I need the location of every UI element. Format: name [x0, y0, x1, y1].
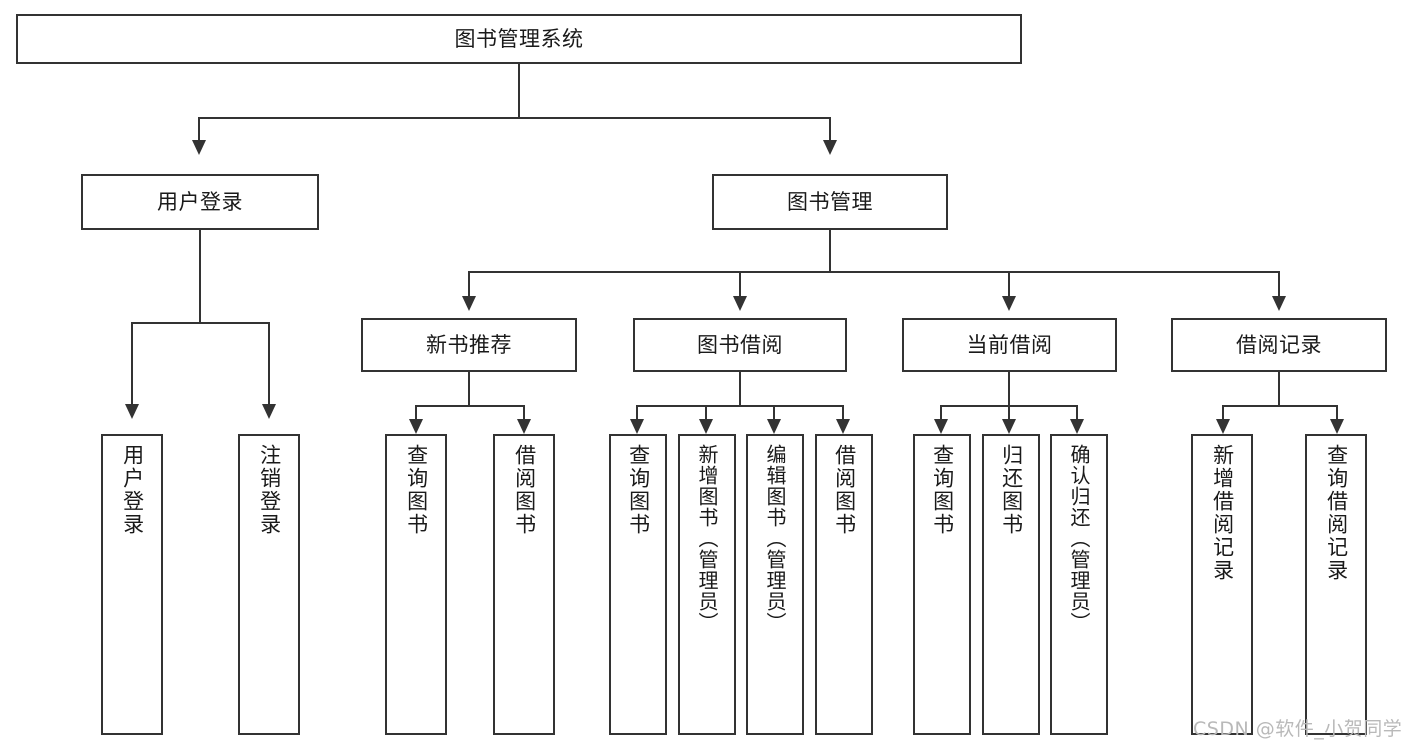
edge-book-management-bus: [468, 271, 1280, 273]
edge-book-management-stem: [829, 230, 831, 272]
leaf-label: 编辑图书（管理员）: [763, 444, 787, 633]
node-borrow-record[interactable]: 借阅记录: [1171, 318, 1387, 372]
leaf-label: 查询借阅记录: [1324, 444, 1349, 582]
node-label: 用户登录: [157, 189, 243, 214]
node-current-borrow[interactable]: 当前借阅: [902, 318, 1117, 372]
edge-root-to-book-management: [829, 117, 831, 147]
arrow-root-to-book-management: [823, 140, 837, 155]
edge-current-borrow-stem: [1008, 372, 1010, 406]
leaf-user-login-login[interactable]: 用户登录: [101, 434, 163, 735]
leaf-new-book-query-book[interactable]: 查询图书: [385, 434, 447, 735]
leaf-label: 借阅图书: [832, 444, 857, 536]
edge-new-book-bus: [415, 405, 525, 407]
edge-book-borrow-stem: [739, 372, 741, 406]
edge-borrow-record-to-leaf-2: [1336, 405, 1338, 427]
edge-root-bus: [198, 117, 831, 119]
edge-user-login-to-leaf-1: [131, 322, 133, 412]
arrow-book-borrow-to-leaf-1: [630, 419, 644, 434]
leaf-current-borrow-query-book[interactable]: 查询图书: [913, 434, 971, 735]
arrow-current-borrow-to-leaf-3: [1070, 419, 1084, 434]
leaf-current-borrow-confirm-return[interactable]: 确认归还（管理员）: [1050, 434, 1108, 735]
leaf-label: 注销登录: [257, 444, 282, 536]
node-label: 新书推荐: [426, 332, 512, 357]
arrow-current-borrow-to-leaf-1: [934, 419, 948, 434]
edge-bm-to-current-borrow: [1008, 271, 1010, 303]
edge-root-to-user-login: [198, 117, 200, 147]
arrow-bm-to-book-borrow: [733, 296, 747, 311]
arrow-bm-to-borrow-record: [1272, 296, 1286, 311]
edge-new-book-to-leaf-2: [523, 405, 525, 427]
edge-bm-to-borrow-record: [1278, 271, 1280, 303]
edge-book-borrow-to-leaf-4: [842, 405, 844, 427]
arrow-root-to-user-login: [192, 140, 206, 155]
leaf-new-book-borrow-book[interactable]: 借阅图书: [493, 434, 555, 735]
leaf-label: 借阅图书: [512, 444, 537, 536]
node-label: 借阅记录: [1236, 332, 1322, 357]
edge-book-borrow-bus: [636, 405, 844, 407]
arrow-borrow-record-to-leaf-2: [1330, 419, 1344, 434]
leaf-user-login-logout[interactable]: 注销登录: [238, 434, 300, 735]
arrow-new-book-to-leaf-1: [409, 419, 423, 434]
arrow-new-book-to-leaf-2: [517, 419, 531, 434]
edge-book-borrow-to-leaf-3: [773, 405, 775, 427]
edge-current-borrow-to-leaf-2: [1008, 405, 1010, 427]
leaf-label: 确认归还（管理员）: [1067, 444, 1091, 633]
node-label: 当前借阅: [966, 332, 1053, 357]
leaf-label: 新增借阅记录: [1210, 444, 1235, 582]
edge-current-borrow-to-leaf-1: [940, 405, 942, 427]
node-new-book-recommend[interactable]: 新书推荐: [361, 318, 577, 372]
leaf-label: 查询图书: [404, 444, 429, 536]
arrow-bm-to-new-book: [462, 296, 476, 311]
edge-borrow-record-stem: [1278, 372, 1280, 406]
edge-borrow-record-to-leaf-1: [1222, 405, 1224, 427]
leaf-label: 查询图书: [626, 444, 651, 536]
edge-bm-to-book-borrow: [739, 271, 741, 303]
edge-bm-to-new-book: [468, 271, 470, 303]
edge-book-borrow-to-leaf-1: [636, 405, 638, 427]
edge-borrow-record-bus: [1222, 405, 1338, 407]
leaf-book-borrow-query-book[interactable]: 查询图书: [609, 434, 667, 735]
node-book-management[interactable]: 图书管理: [712, 174, 948, 230]
edge-book-borrow-to-leaf-2: [705, 405, 707, 427]
arrow-user-login-to-leaf-2: [262, 404, 276, 419]
arrow-borrow-record-to-leaf-1: [1216, 419, 1230, 434]
edge-new-book-to-leaf-1: [415, 405, 417, 427]
arrow-user-login-to-leaf-1: [125, 404, 139, 419]
node-label: 图书管理: [787, 189, 873, 214]
node-user-login[interactable]: 用户登录: [81, 174, 319, 230]
csdn-watermark: CSDN @软件_小贺同学: [1193, 718, 1403, 740]
leaf-current-borrow-return-book[interactable]: 归还图书: [982, 434, 1040, 735]
node-book-borrow[interactable]: 图书借阅: [633, 318, 847, 372]
leaf-label: 查询图书: [930, 444, 955, 536]
arrow-book-borrow-to-leaf-4: [836, 419, 850, 434]
edge-user-login-stem: [199, 230, 201, 323]
node-label: 图书管理系统: [454, 26, 584, 51]
edge-user-login-bus: [131, 322, 270, 324]
arrow-book-borrow-to-leaf-3: [767, 419, 781, 434]
edge-new-book-stem: [468, 372, 470, 406]
arrow-current-borrow-to-leaf-2: [1002, 419, 1016, 434]
leaf-book-borrow-borrow-book[interactable]: 借阅图书: [815, 434, 873, 735]
node-root-book-management-system[interactable]: 图书管理系统: [16, 14, 1022, 64]
node-label: 图书借阅: [697, 332, 783, 357]
leaf-label: 用户登录: [120, 444, 145, 536]
edge-current-borrow-to-leaf-3: [1076, 405, 1078, 427]
edge-root-stem: [518, 64, 520, 118]
leaf-book-borrow-edit-book[interactable]: 编辑图书（管理员）: [746, 434, 804, 735]
arrow-bm-to-current-borrow: [1002, 296, 1016, 311]
leaf-borrow-record-query-record[interactable]: 查询借阅记录: [1305, 434, 1367, 735]
leaf-label: 归还图书: [999, 444, 1024, 536]
leaf-label: 新增图书（管理员）: [695, 444, 719, 633]
leaf-book-borrow-add-book[interactable]: 新增图书（管理员）: [678, 434, 736, 735]
edge-user-login-to-leaf-2: [268, 322, 270, 412]
arrow-book-borrow-to-leaf-2: [699, 419, 713, 434]
leaf-borrow-record-add-record[interactable]: 新增借阅记录: [1191, 434, 1253, 735]
